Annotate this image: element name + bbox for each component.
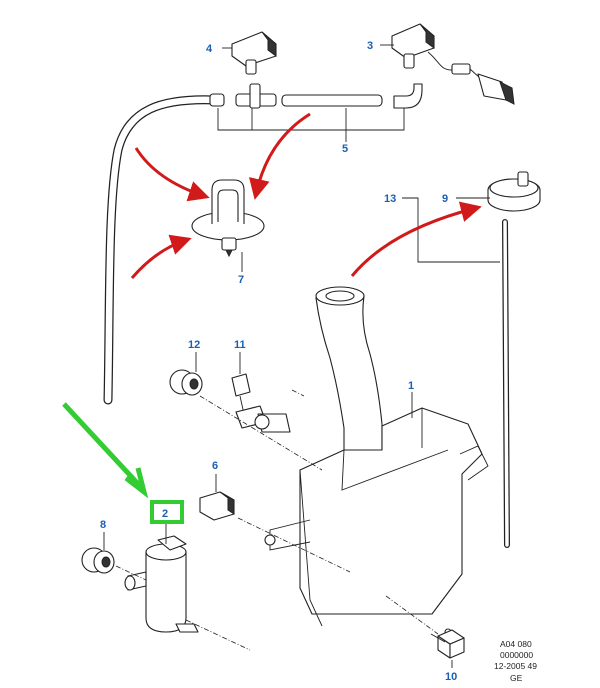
label-part-11: 11 [234,339,246,351]
pump-grommet-upper [169,369,203,396]
washer-jet-right [391,23,515,105]
assembly-lines [115,389,439,651]
washer-pump [124,535,199,633]
reference-line-4: GE [510,673,523,683]
label-part-1: 1 [408,380,414,392]
pump-connector [199,491,235,521]
pump-grommet-lower [81,547,115,574]
mounting-bolt [430,629,465,659]
label-part-13: 13 [384,193,396,205]
label-part-5: 5 [342,143,348,155]
reservoir-cap [487,171,541,212]
washer-hose [103,95,220,405]
level-dipstick [502,219,510,548]
wiring-plug [451,63,471,75]
label-part-7: 7 [238,274,244,286]
hose-clip [191,179,265,258]
label-part-6: 6 [212,460,218,472]
hose-end [209,93,225,107]
label-part-9: 9 [442,193,448,205]
elbow-connector [393,83,423,109]
hose-segment [281,94,383,107]
label-part-3: 3 [367,40,373,52]
level-sensor [231,373,291,433]
annotation-arrows [130,112,482,279]
label-part-4: 4 [206,43,213,55]
label-part-10: 10 [445,671,457,683]
part-number-labels: 4 3 5 7 13 9 1 12 11 6 2 8 10 [100,40,457,683]
reference-block: A04 080 0000000 12-2005 49 GE [494,639,537,683]
reference-line-2: 0000000 [500,650,533,660]
label-part-2: 2 [162,508,168,520]
washer-jet-left [231,31,277,75]
washer-reservoir [264,286,489,636]
label-part-12: 12 [188,339,200,351]
reference-line-1: A04 080 [500,639,532,649]
label-part-8: 8 [100,519,106,531]
highlight-box [150,500,184,524]
label-leaders [103,44,500,668]
highlight-arrow [62,402,149,499]
hose-connectors [209,83,423,109]
reference-line-3: 12-2005 49 [494,661,537,671]
